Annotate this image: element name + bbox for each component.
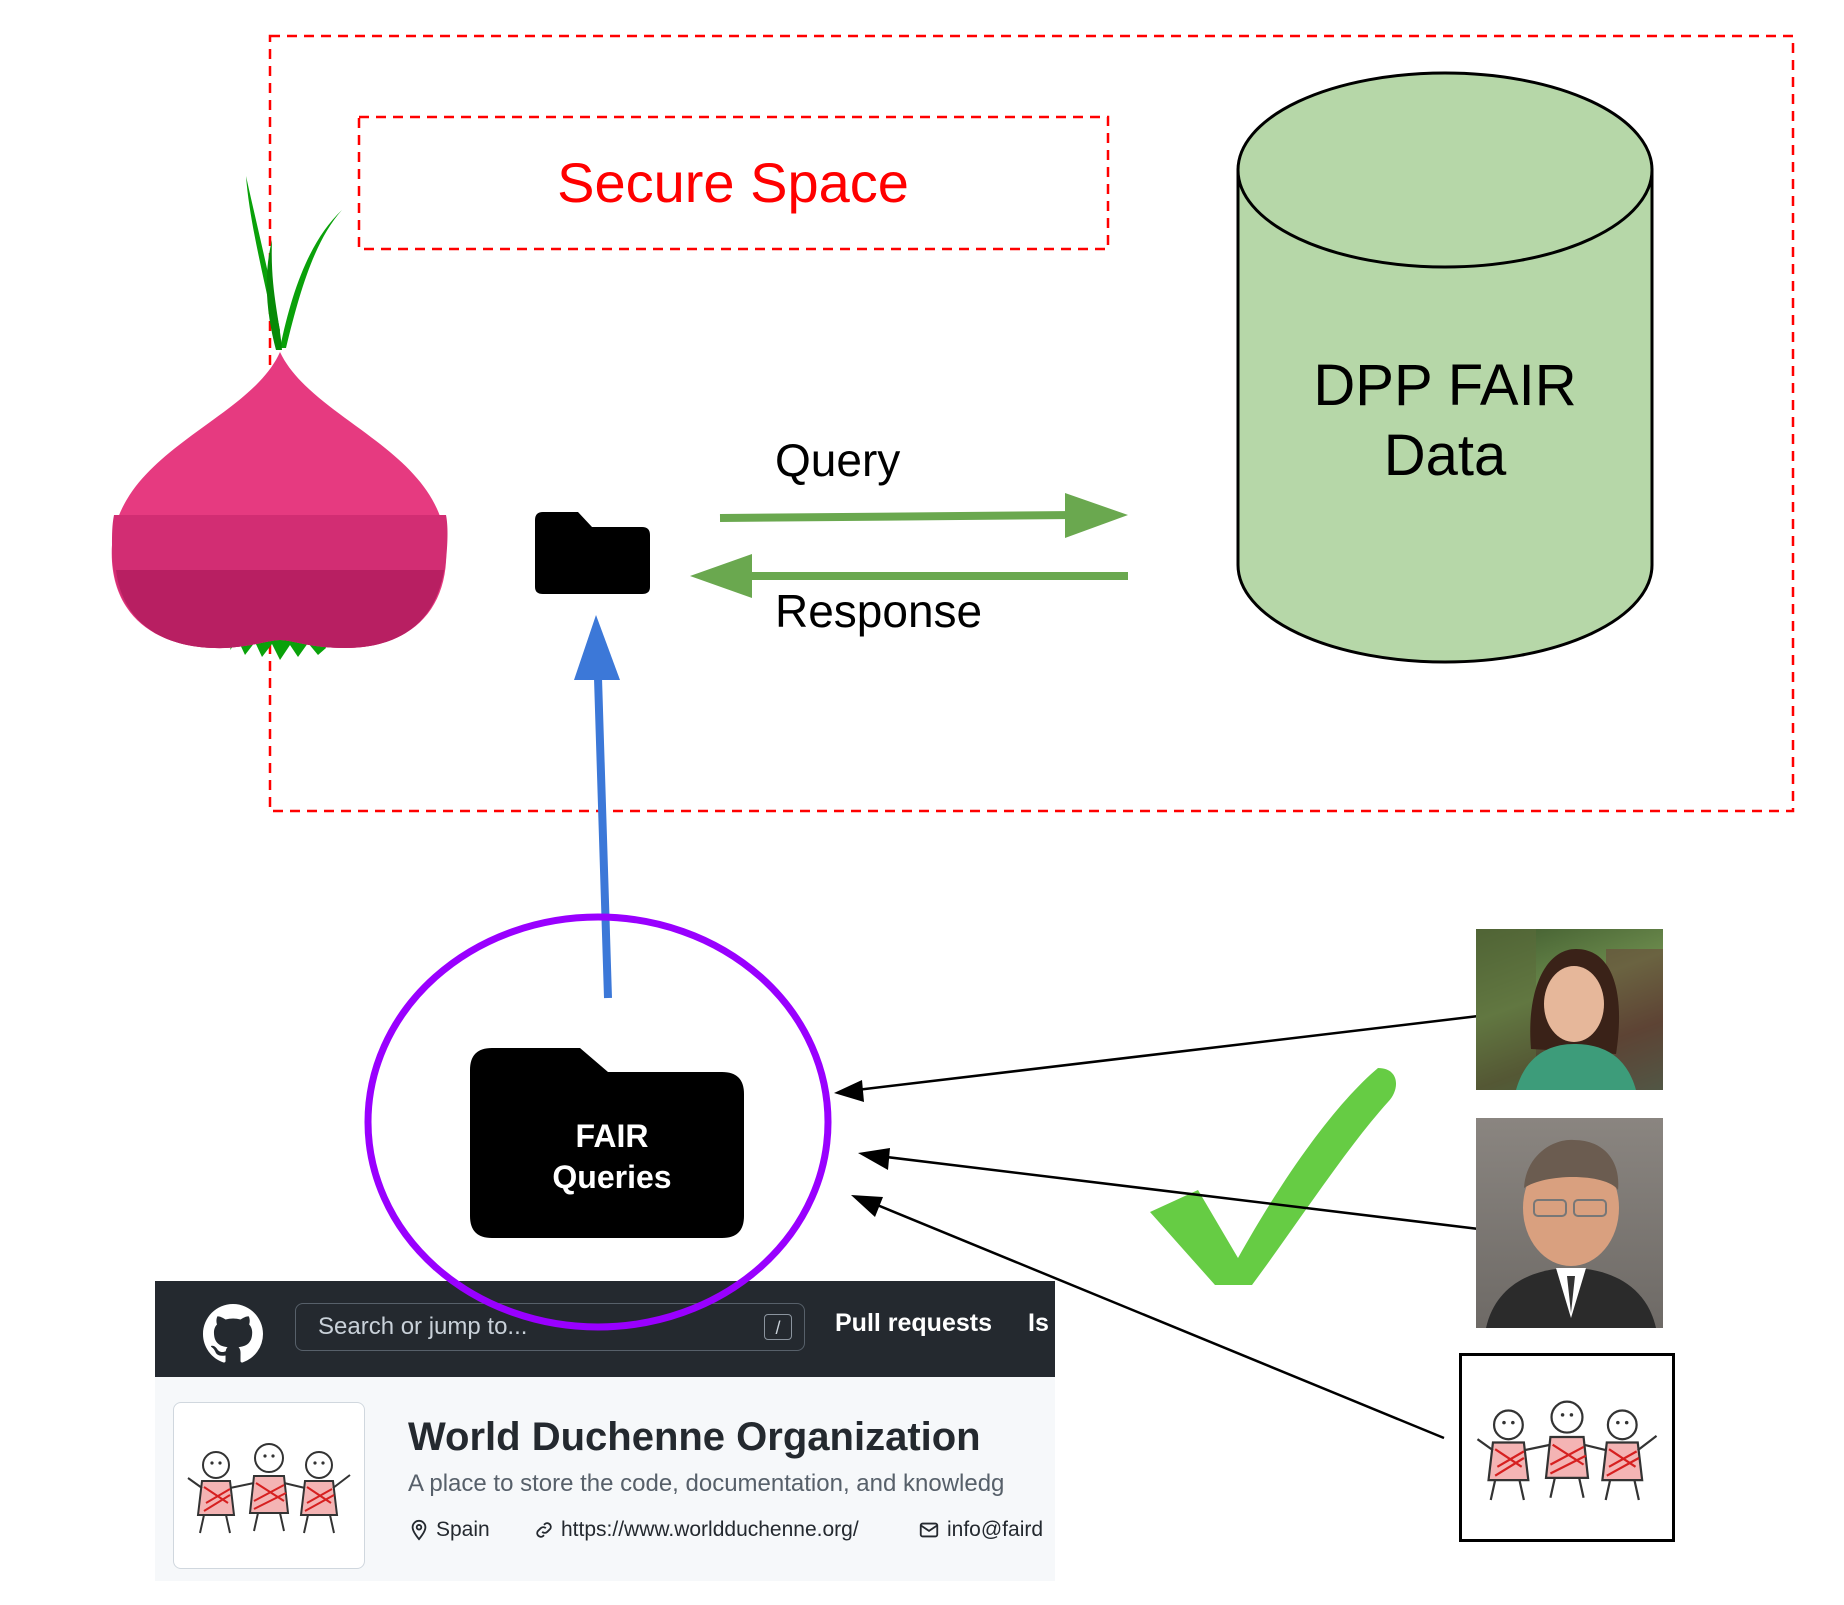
folder-icon bbox=[535, 512, 650, 594]
search-input[interactable]: Search or jump to... / bbox=[295, 1303, 805, 1351]
query-label: Query bbox=[775, 434, 900, 486]
contributor-arrowhead-2 bbox=[858, 1148, 890, 1170]
person-silhouette-icon bbox=[1486, 1139, 1656, 1328]
contributor-arrowhead-1 bbox=[834, 1080, 864, 1102]
person-silhouette-icon bbox=[1476, 929, 1663, 1090]
nav-pull-requests[interactable]: Pull requests bbox=[835, 1309, 992, 1337]
contributor-photo-man bbox=[1476, 1118, 1663, 1328]
upload-arrow bbox=[594, 677, 612, 999]
github-logo-icon[interactable] bbox=[203, 1304, 263, 1364]
database-label-line2: Data bbox=[1384, 423, 1507, 488]
location-text: Spain bbox=[436, 1518, 490, 1541]
secure-space-label: Secure Space bbox=[557, 151, 909, 214]
contributor-arrow-1 bbox=[839, 1013, 1488, 1094]
database-label-line1: DPP FAIR bbox=[1313, 353, 1576, 418]
onion-icon bbox=[111, 176, 448, 660]
org-avatar[interactable] bbox=[173, 1402, 365, 1569]
org-location: Spain bbox=[408, 1518, 490, 1542]
kids-drawing-icon bbox=[1476, 1400, 1658, 1501]
query-arrowhead bbox=[1065, 493, 1128, 538]
github-org-panel: Search or jump to... / Pull requests Is … bbox=[155, 1281, 1055, 1581]
org-description: A place to store the code, documentation… bbox=[408, 1470, 1005, 1497]
org-email[interactable]: info@faird bbox=[917, 1518, 1043, 1542]
nav-issues[interactable]: Is bbox=[1028, 1309, 1049, 1337]
contributor-org-logo bbox=[1459, 1353, 1675, 1542]
query-arrow bbox=[719, 511, 1076, 522]
location-pin-icon bbox=[411, 1520, 427, 1542]
search-shortcut-key: / bbox=[764, 1314, 792, 1340]
search-placeholder: Search or jump to... bbox=[318, 1313, 528, 1340]
dpp-fair-database bbox=[1236, 71, 1654, 664]
response-label: Response bbox=[775, 585, 982, 637]
org-website[interactable]: https://www.worldduchenne.org/ bbox=[533, 1518, 859, 1542]
upload-arrowhead bbox=[574, 615, 620, 680]
response-arrowhead bbox=[690, 554, 752, 598]
link-icon bbox=[536, 1522, 552, 1539]
org-name: World Duchenne Organization bbox=[408, 1415, 981, 1459]
fair-queries-label-line1: FAIR bbox=[576, 1118, 649, 1154]
contributor-photo-woman bbox=[1476, 929, 1663, 1090]
contributor-arrow-3 bbox=[864, 1198, 1445, 1440]
secure-space-label-box bbox=[357, 115, 1110, 251]
github-header: Search or jump to... / Pull requests Is bbox=[155, 1281, 1055, 1377]
mail-icon bbox=[919, 1523, 939, 1538]
contributor-arrowhead-3 bbox=[851, 1195, 883, 1217]
contributor-arrow-2 bbox=[869, 1153, 1488, 1232]
kids-drawing-icon bbox=[187, 1443, 351, 1534]
website-text[interactable]: https://www.worldduchenne.org/ bbox=[561, 1518, 859, 1541]
check-mark-icon bbox=[1150, 1068, 1397, 1285]
email-text[interactable]: info@faird bbox=[947, 1518, 1044, 1541]
fair-queries-label-line2: Queries bbox=[552, 1159, 671, 1195]
